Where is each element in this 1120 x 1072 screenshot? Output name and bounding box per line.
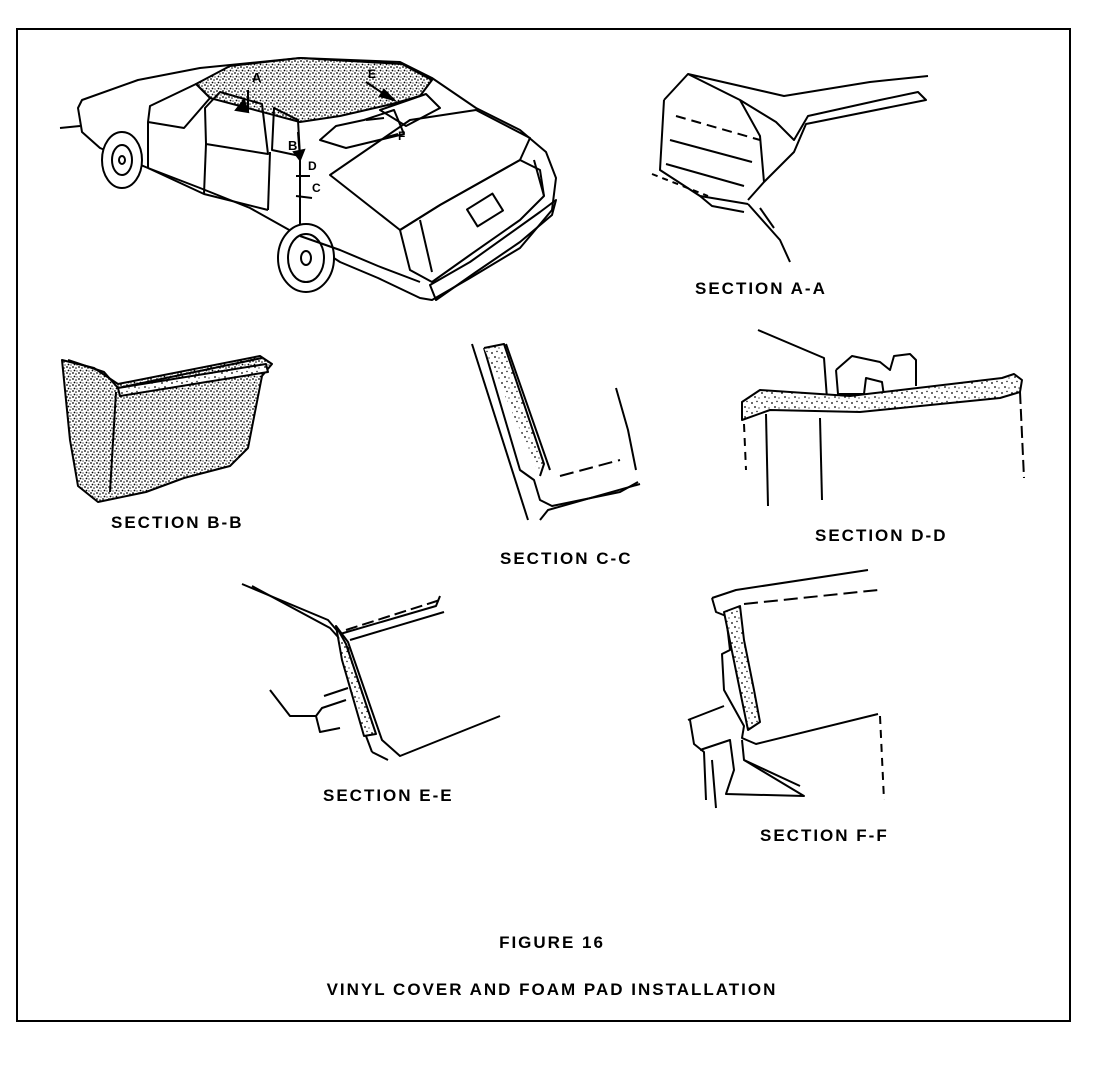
section-c-c-drawing <box>471 343 641 521</box>
callout-b: B <box>288 138 297 153</box>
callout-e: E <box>368 67 376 81</box>
section-c-c-label: SECTION C-C <box>500 549 633 568</box>
section-e-e-label: SECTION E-E <box>323 786 454 805</box>
section-f-f-label: SECTION F-F <box>760 826 889 845</box>
vinyl-roof <box>195 57 433 123</box>
section-callout-arrows <box>234 81 399 199</box>
section-f-f-drawing <box>687 569 885 809</box>
rear-glass <box>379 93 441 127</box>
figure-title: VINYL COVER AND FOAM PAD INSTALLATION <box>326 980 778 999</box>
rear-bumper <box>429 199 557 301</box>
section-b-b-label: SECTION B-B <box>111 513 244 532</box>
front-door-window <box>204 91 269 155</box>
figure-number: FIGURE 16 <box>499 933 605 952</box>
car-illustration <box>59 57 557 301</box>
rear-face <box>399 159 545 283</box>
section-a-a-drawing <box>651 73 929 263</box>
callout-a: A <box>252 70 262 85</box>
callout-c: C <box>312 181 321 195</box>
section-b-b-drawing <box>61 355 273 503</box>
section-d-d-drawing <box>741 329 1025 507</box>
callout-d: D <box>308 159 317 173</box>
callout-f: F <box>398 129 405 143</box>
windshield <box>147 83 211 129</box>
figure-border <box>16 28 1071 1022</box>
rear-wheel <box>277 223 335 293</box>
front-wheel <box>101 131 143 189</box>
section-a-a-label: SECTION A-A <box>695 279 827 298</box>
section-d-d-label: SECTION D-D <box>815 526 948 545</box>
rear-quarter-window <box>319 109 405 149</box>
section-e-e-drawing <box>241 583 501 761</box>
